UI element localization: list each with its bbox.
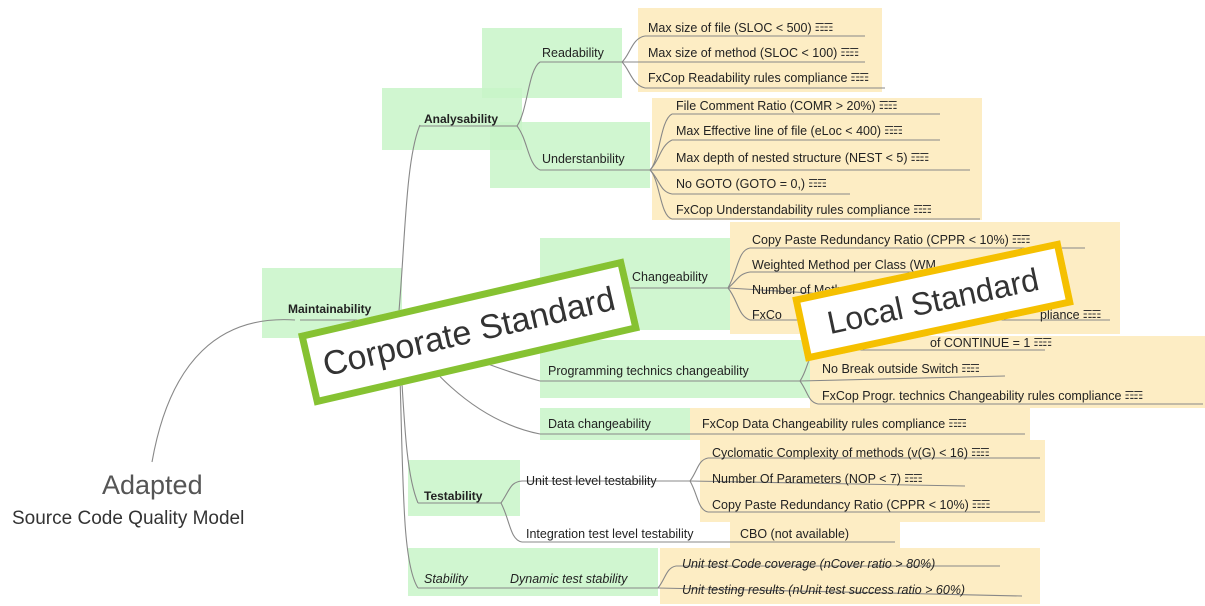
priority-flag-icon: ☶☶ (814, 22, 834, 34)
highlight-programming (540, 340, 810, 398)
metric-item: No Break outside Switch☶☶ (822, 362, 980, 376)
priority-flag-icon: ☶☶ (904, 473, 923, 485)
highlight-data-metrics (690, 408, 1030, 440)
node-readability: Readability (542, 46, 604, 60)
priority-flag-icon: ☶☶ (971, 499, 991, 511)
metric-item: CBO (not available) (740, 527, 850, 541)
highlight-understandability-metrics (652, 98, 982, 220)
metric-item: No GOTO (GOTO = 0,)☶☶ (676, 177, 827, 191)
node-maintainability: Maintainability (288, 302, 372, 316)
metric-item: Number Of Parameters (NOP < 7)☶☶ (712, 472, 923, 486)
node-testability: Testability (424, 489, 483, 503)
node-integration-test-testability: Integration test level testability (526, 527, 694, 541)
priority-flag-icon: ☶☶ (1011, 234, 1031, 246)
metric-item: FxCo (752, 308, 782, 322)
metric-item: Unit testing results (nUnit test success… (682, 583, 966, 597)
highlight-testability (408, 460, 520, 516)
metric-item: Weighted Method per Class (WM (752, 258, 936, 272)
priority-flag-icon: ☶☶ (1124, 390, 1143, 402)
node-dynamic-test-stability: Dynamic test stability (510, 572, 628, 586)
priority-flag-icon: ☶☶ (910, 152, 929, 164)
metric-item: Max Effective line of file (eLoc < 400)☶… (676, 124, 903, 138)
priority-flag-icon: ☶☶ (948, 418, 967, 430)
node-unit-test-testability: Unit test level testability (526, 474, 657, 488)
metric-item: FxCop Understandability rules compliance… (676, 203, 932, 217)
metric-item: Copy Paste Redundancy Ratio (CPPR < 10%)… (752, 233, 1031, 247)
node-analysability: Analysability (424, 112, 499, 126)
title-adapted: Adapted (102, 470, 203, 500)
node-changeability: Changeability (632, 270, 708, 284)
metric-item: FxCop Progr. technics Changeability rule… (822, 389, 1143, 403)
metric-item: Max size of file (SLOC < 500)☶☶ (648, 21, 834, 35)
metric-item: Max depth of nested structure (NEST < 5)… (676, 151, 929, 165)
priority-flag-icon: ☶☶ (808, 178, 827, 190)
priority-flag-icon: ☶☶ (850, 72, 869, 84)
priority-flag-icon: ☶☶ (970, 447, 990, 459)
node-data-changeability: Data changeability (548, 417, 651, 431)
metric-item: Max size of method (SLOC < 100)☶☶ (648, 46, 859, 60)
title-model: Source Code Quality Model (12, 508, 245, 529)
highlight-readability (482, 28, 622, 98)
node-programming-changeability: Programming technics changeability (548, 364, 749, 378)
highlight-data-changeability (540, 408, 700, 440)
priority-flag-icon: ☶☶ (1033, 337, 1052, 349)
node-stability: Stability (424, 572, 468, 586)
metric-item: Copy Paste Redundancy Ratio (CPPR < 10%)… (712, 498, 991, 512)
metric-item: Cyclomatic Complexity of methods (v(G) <… (712, 446, 990, 460)
node-understandability: Understanbility (542, 152, 625, 166)
metric-item: Unit test Code coverage (nCover ratio > … (682, 557, 936, 571)
priority-flag-icon: ☶☶ (961, 363, 980, 375)
metric-item: File Comment Ratio (COMR > 20%)☶☶ (676, 99, 898, 113)
priority-flag-icon: ☶☶ (840, 47, 859, 59)
metric-item: FxCop Readability rules compliance☶☶ (648, 71, 869, 85)
priority-flag-icon: ☶☶ (913, 204, 932, 216)
priority-flag-icon: ☶☶ (884, 125, 903, 137)
priority-flag-icon: ☶☶ (878, 100, 898, 112)
metric-item: of CONTINUE = 1☶☶ (930, 336, 1052, 350)
highlight-programming-metrics (810, 336, 1205, 408)
highlight-unit-test-metrics (700, 440, 1045, 522)
highlight-readability-metrics (638, 8, 882, 92)
highlight-integration-metrics (730, 522, 900, 550)
priority-flag-icon: ☶☶ (1082, 309, 1102, 321)
metric-item: FxCop Data Changeability rules complianc… (702, 417, 967, 431)
highlight-understandability (490, 122, 650, 188)
metric-item: pliance☶☶ (1040, 308, 1102, 322)
